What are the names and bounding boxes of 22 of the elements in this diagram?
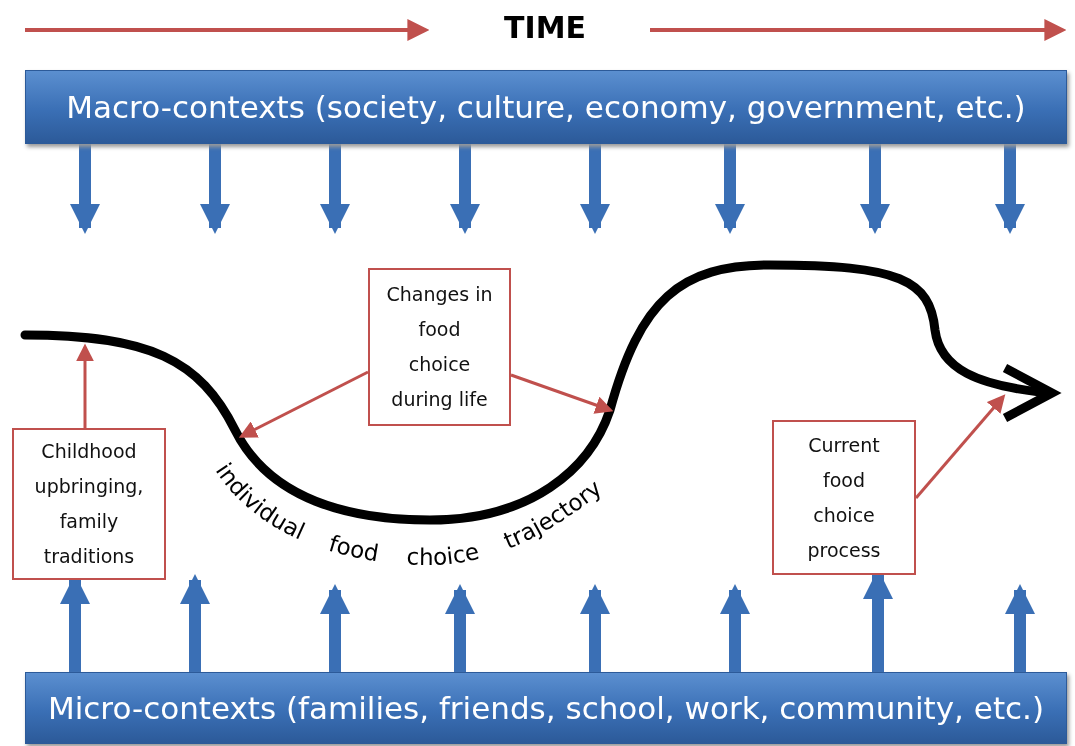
annotation-box: Current food choice process [772, 420, 916, 575]
block-arrow [445, 584, 475, 672]
block-arrow [70, 142, 100, 234]
block-arrow [995, 142, 1025, 234]
block-arrow [580, 584, 610, 672]
macro-context-bar: Macro-contexts (society, culture, economy, government, etc.) [25, 70, 1067, 144]
micro-context-bar: Micro-contexts (families, friends, school, work, community, etc.) [25, 672, 1067, 744]
time-label: TIME [503, 10, 587, 45]
block-arrow [200, 142, 230, 234]
annotation-box: Childhood upbringing, family traditions [12, 428, 166, 580]
block-arrow [320, 142, 350, 234]
block-arrow [580, 142, 610, 234]
arrow [238, 370, 369, 438]
arrow [510, 373, 614, 414]
block-arrow [320, 584, 350, 672]
arrow [76, 343, 94, 428]
block-arrow [450, 142, 480, 234]
block-arrow [180, 574, 210, 672]
block-arrow [1005, 584, 1035, 672]
block-arrow [720, 584, 750, 672]
block-arrow [860, 142, 890, 234]
block-arrow [715, 142, 745, 234]
